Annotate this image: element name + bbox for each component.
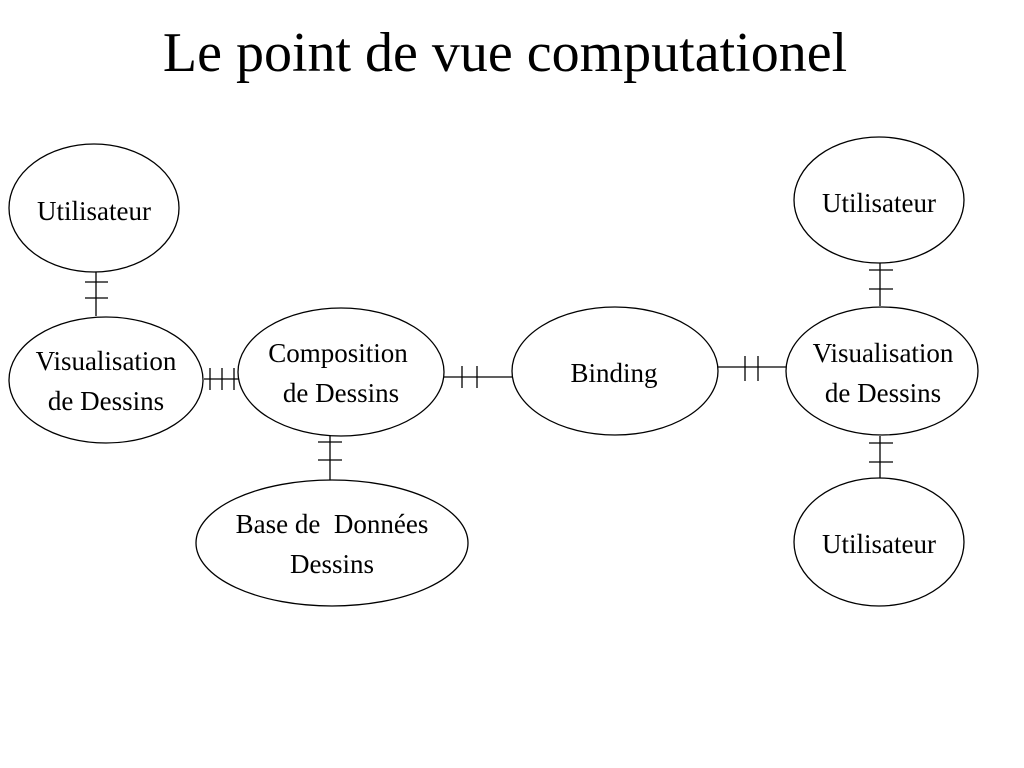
node-visualisation-left-label-2: de Dessins: [48, 386, 164, 416]
connector-utilisateur-visualisation-left: [85, 272, 108, 316]
node-visualisation-left: Visualisation de Dessins: [8, 316, 204, 444]
node-visualisation-right-label-1: Visualisation: [813, 338, 954, 368]
node-utilisateur-right-top: Utilisateur: [793, 136, 965, 264]
connector-composition-binding: [444, 366, 513, 388]
node-utilisateur-left-label: Utilisateur: [37, 196, 151, 226]
node-utilisateur-right-bottom: Utilisateur: [793, 477, 965, 607]
node-composition-label-2: de Dessins: [283, 378, 399, 408]
connector-visualisation-composition: [204, 368, 240, 390]
node-visualisation-right: Visualisation de Dessins: [785, 306, 979, 436]
node-binding-label: Binding: [570, 358, 657, 388]
node-binding: Binding: [511, 306, 719, 436]
node-visualisation-left-label-1: Visualisation: [36, 346, 177, 376]
node-visualisation-right-label-2: de Dessins: [825, 378, 941, 408]
node-composition: Composition de Dessins: [237, 307, 445, 437]
slide-title: Le point de vue computationel: [162, 22, 848, 84]
node-composition-label-1: Composition: [268, 338, 408, 368]
node-base-donnees-label-1: Base de Données: [236, 509, 429, 539]
node-utilisateur-left: Utilisateur: [8, 143, 180, 273]
connector-visualisation-right-utilisateur-bottom: [869, 436, 893, 478]
node-utilisateur-right-bottom-label: Utilisateur: [822, 529, 936, 559]
node-utilisateur-right-top-label: Utilisateur: [822, 188, 936, 218]
connector-binding-visualisation-right: [718, 356, 786, 381]
node-base-donnees: Base de Données Dessins: [195, 479, 469, 607]
connector-utilisateur-top-visualisation-right: [869, 263, 893, 306]
node-base-donnees-label-2: Dessins: [290, 549, 374, 579]
connector-composition-base: [318, 436, 342, 480]
